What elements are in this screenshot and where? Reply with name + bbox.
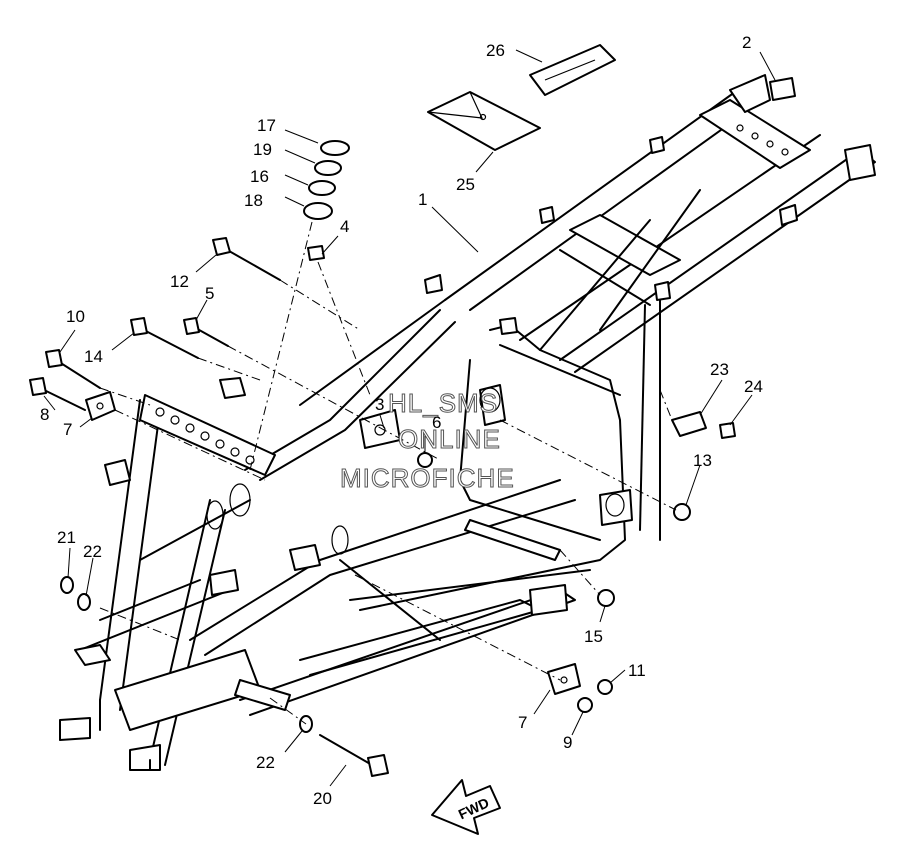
loose-parts bbox=[29, 44, 796, 777]
part-13-nut bbox=[673, 503, 691, 521]
part-21-washer bbox=[60, 576, 74, 594]
alignment-lines bbox=[99, 221, 677, 725]
part-10-bolt bbox=[55, 359, 101, 389]
part-2-cap bbox=[769, 77, 796, 101]
callout-3: 3 bbox=[375, 395, 384, 414]
callout-16: 16 bbox=[250, 167, 269, 186]
part-19-bushing bbox=[314, 160, 342, 176]
part-23-bracket bbox=[671, 411, 707, 437]
callout-18: 18 bbox=[244, 191, 263, 210]
part-12-bolt bbox=[221, 246, 281, 281]
callout-22-upper: 22 bbox=[83, 542, 102, 561]
fwd-direction-arrow: FWD bbox=[431, 779, 501, 835]
part-16-bushing bbox=[308, 180, 336, 196]
callout-19: 19 bbox=[253, 140, 272, 159]
callout-12: 12 bbox=[170, 272, 189, 291]
callout-7-upper: 7 bbox=[63, 420, 72, 439]
callout-20: 20 bbox=[313, 789, 332, 808]
watermark-line-1: HL_SMS bbox=[388, 388, 498, 418]
part-4-bolt bbox=[307, 245, 325, 261]
part-20-bolt bbox=[319, 734, 373, 766]
part-7-bracket-upper bbox=[85, 391, 116, 421]
callout-25: 25 bbox=[456, 175, 475, 194]
part-17-bushing bbox=[320, 140, 350, 156]
callout-11: 11 bbox=[628, 661, 646, 680]
callout-1: 1 bbox=[418, 190, 427, 209]
callout-22-lower: 22 bbox=[256, 753, 275, 772]
callout-labels: 1 2 3 4 5 6 7 7 8 9 10 11 12 13 14 15 16… bbox=[40, 33, 763, 808]
callout-5: 5 bbox=[205, 284, 214, 303]
callout-23: 23 bbox=[710, 360, 729, 379]
callout-9: 9 bbox=[563, 733, 572, 752]
part-8-bolt bbox=[39, 387, 86, 411]
part-26-strap bbox=[529, 44, 616, 96]
part-3-bracket bbox=[359, 409, 401, 449]
part-9-nut bbox=[577, 697, 593, 713]
watermark-line-2: ONLINE bbox=[398, 424, 501, 454]
watermark-line-3: MICROFICHE bbox=[340, 463, 515, 493]
watermark: HL_SMS ONLINE MICROFICHE bbox=[340, 388, 515, 494]
callout-8: 8 bbox=[40, 405, 49, 424]
part-22-washer bbox=[77, 593, 91, 611]
callout-24: 24 bbox=[744, 377, 763, 396]
part-7-bracket-lower bbox=[547, 663, 581, 695]
callout-4: 4 bbox=[340, 217, 349, 236]
part-18-bushing bbox=[303, 202, 333, 220]
callout-13: 13 bbox=[693, 451, 712, 470]
callout-10: 10 bbox=[66, 307, 85, 326]
callout-26: 26 bbox=[486, 41, 505, 60]
part-11-nut bbox=[597, 679, 613, 695]
callout-15: 15 bbox=[584, 627, 603, 646]
main-frame bbox=[59, 74, 876, 771]
part-15-nut bbox=[597, 589, 615, 607]
part-24-bolt bbox=[719, 422, 736, 439]
callout-17: 17 bbox=[257, 116, 276, 135]
callout-7-lower: 7 bbox=[518, 713, 527, 732]
leader-lines bbox=[43, 49, 776, 787]
callout-21: 21 bbox=[57, 528, 76, 547]
callout-2: 2 bbox=[742, 33, 751, 52]
callout-6: 6 bbox=[432, 413, 441, 432]
part-14-bolt bbox=[139, 327, 199, 359]
callout-14: 14 bbox=[84, 347, 103, 366]
part-25-pouch bbox=[427, 91, 541, 151]
